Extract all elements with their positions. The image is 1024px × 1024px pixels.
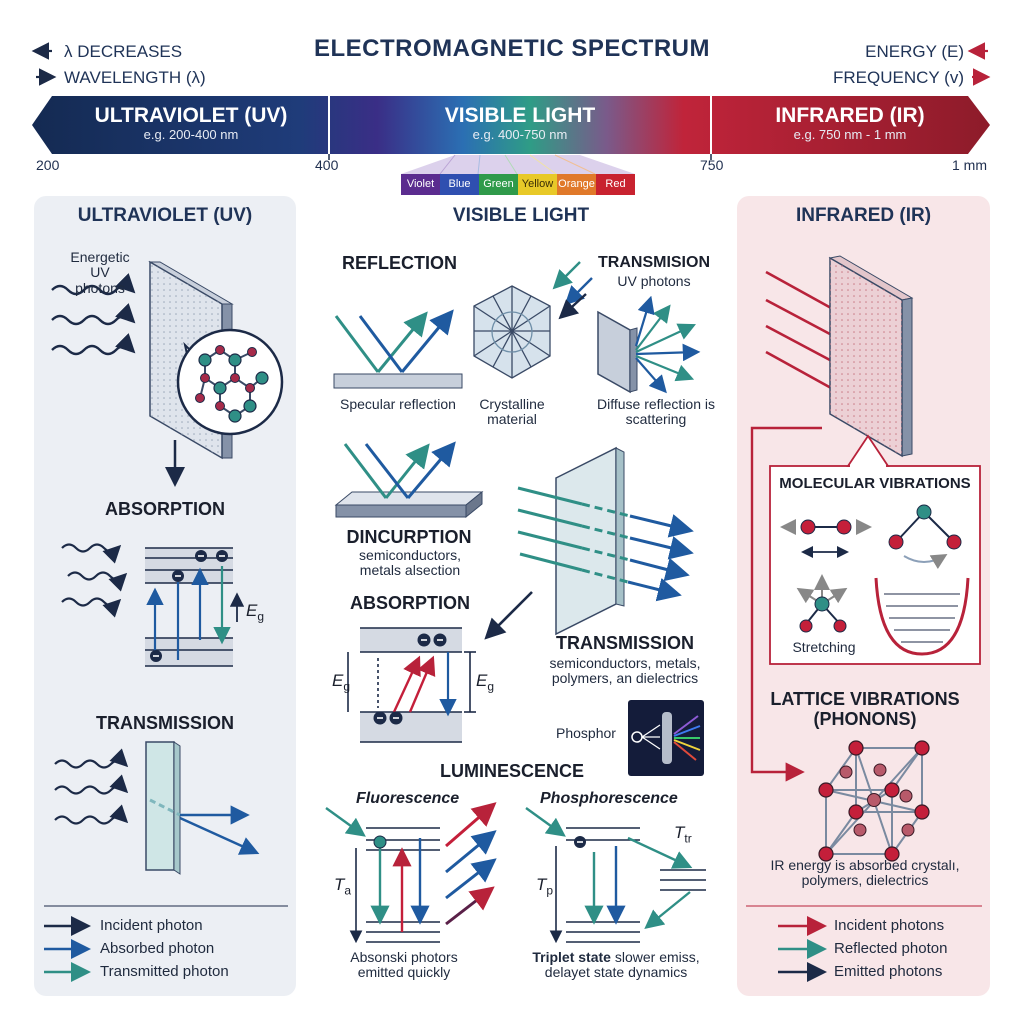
visible-absorption-heading: ABSORPTION: [350, 593, 471, 613]
spectrum-band: [32, 96, 990, 160]
phosphor-label: Phosphor: [556, 725, 616, 741]
uv-incident-waves: [51, 273, 136, 356]
color-blue: Blue: [440, 174, 479, 195]
color-violet: Violet: [401, 174, 440, 195]
uv-photon-label: Energetic UV photons: [70, 249, 130, 296]
bent-molecule: [888, 504, 962, 570]
fluorescence-diagram: [325, 802, 497, 944]
tick-200: 200: [36, 157, 60, 173]
uv-transmission-heading: TRANSMISSION: [95, 713, 234, 733]
phosphorescence-label: Phosphorescence: [540, 790, 678, 807]
ir-connector-arrow: [750, 426, 822, 782]
tick-1mm: 1 mm: [952, 157, 987, 173]
luminescence-heading: LUMINESCENCE: [440, 761, 585, 781]
ir-legend-reflected: Reflected photon: [834, 940, 948, 957]
energy-label: ENERGY (E): [865, 42, 964, 61]
uv-legend-transmitted: Transmitted photon: [100, 963, 229, 980]
transmission-heading: TRANSMISSION: [555, 633, 694, 653]
molecular-vibrations-heading: MOLECULAR VIBRATIONS: [779, 475, 971, 492]
ir-band-range: e.g. 750 nm - 1 mm: [793, 127, 907, 142]
tick-400: 400: [315, 157, 339, 173]
linear-molecule: [780, 519, 872, 558]
visible-eg-left: Eg: [332, 671, 351, 694]
dincurption-heading: DINCURPTION: [346, 527, 472, 547]
page-title: ELECTROMAGNETIC SPECTRUM: [314, 35, 710, 62]
transmision-heading: TRANSMISION: [598, 254, 710, 271]
visible-color-bar: Violet Blue Green Yellow Orange Red: [401, 174, 635, 195]
crystalline-material: [473, 285, 551, 379]
visible-fan: [401, 154, 635, 175]
transmission-slab: [484, 446, 694, 640]
ir-legend-emitted: Emitted photons: [834, 963, 943, 980]
visible-band-title: VISIBLE LIGHT: [444, 104, 596, 127]
potential-well: [874, 577, 970, 656]
ir-band-title: INFRARED (IR): [775, 104, 925, 127]
fluorescence-caption: Absonski photors emitted quickly: [350, 949, 458, 981]
molecular-vibrations-box: [769, 434, 981, 665]
visible-eg-right: Eg: [476, 671, 495, 694]
stretching-label: Stretching: [792, 639, 856, 655]
dincurption-sub: semiconductors, metals alsection: [359, 547, 461, 579]
uv-band-range: e.g. 200-400 nm: [143, 127, 239, 142]
visible-absorption-diagram: [347, 627, 476, 743]
uv-absorption-diagram: [61, 543, 245, 667]
color-orange: Orange: [557, 174, 596, 195]
visible-band-range: e.g. 400-750 nm: [472, 127, 568, 142]
specular-caption: Specular reflection: [340, 396, 456, 412]
visible-panel-title: VISIBLE LIGHT: [452, 205, 590, 226]
ir-legend-incident: Incident photons: [834, 917, 945, 934]
uv-panel-title: ULTRAVIOLET (UV): [77, 205, 253, 226]
fluorescence-label: Fluorescence: [356, 790, 460, 807]
diffuse-reflection: [597, 295, 701, 394]
t-p-symbol: Tp: [536, 875, 554, 898]
uv-absorption-heading: ABSORPTION: [104, 499, 225, 519]
crystalline-caption: Crystalline material: [479, 396, 545, 428]
t-a-symbol: Ta: [334, 875, 352, 898]
transmission-sub: semiconductors, metals, polymers, an die…: [549, 655, 701, 687]
color-yellow: Yellow: [518, 174, 557, 195]
ir-slab: [828, 255, 914, 458]
uv-legend-incident: Incident photon: [100, 917, 203, 934]
phosphorescence-caption: Triplet state slower emiss, delayet stat…: [532, 949, 700, 981]
lattice-cube: [818, 740, 930, 862]
wavelength-label: WAVELENGTH (λ): [64, 68, 206, 87]
transmision-sub: UV photons: [617, 273, 691, 289]
color-red: Red: [596, 174, 635, 195]
color-green: Green: [479, 174, 518, 195]
uv-legend-absorbed: Absorbed photon: [100, 940, 215, 957]
ir-legend-lines: [746, 905, 982, 982]
uv-legend-lines: [44, 905, 288, 982]
t-tr-symbol: Ttr: [674, 823, 692, 846]
transmision-arrows: [552, 261, 593, 320]
phosphorescence-diagram: [525, 807, 706, 944]
uv-transmission-diagram: [54, 741, 260, 875]
diffuse-caption: Diffuse reflection is scattering: [596, 396, 715, 428]
phosphor-box: [628, 700, 704, 776]
frequency-label: FREQUENCY (v): [833, 68, 964, 87]
ir-panel-title: INFRARED (IR): [795, 205, 932, 226]
lambda-decreases-label: λ DECREASES: [64, 42, 183, 61]
uv-molecule-callout: [176, 328, 284, 436]
reflection-heading: REFLECTION: [342, 253, 457, 273]
lattice-vibrations-heading: LATTICE VIBRATIONS (PHONONS): [770, 689, 960, 729]
specular-reflection: [333, 309, 463, 389]
uv-band-title: ULTRAVIOLET (UV): [94, 104, 288, 127]
tick-750: 750: [700, 157, 724, 173]
dincurption-diagram: [334, 441, 484, 519]
header-arrows: [31, 42, 991, 86]
lattice-caption: IR energy is absorbed crystalı, polymers…: [770, 857, 960, 889]
uv-eg-symbol: Eg: [246, 601, 265, 624]
stretching-molecule: [796, 574, 848, 633]
